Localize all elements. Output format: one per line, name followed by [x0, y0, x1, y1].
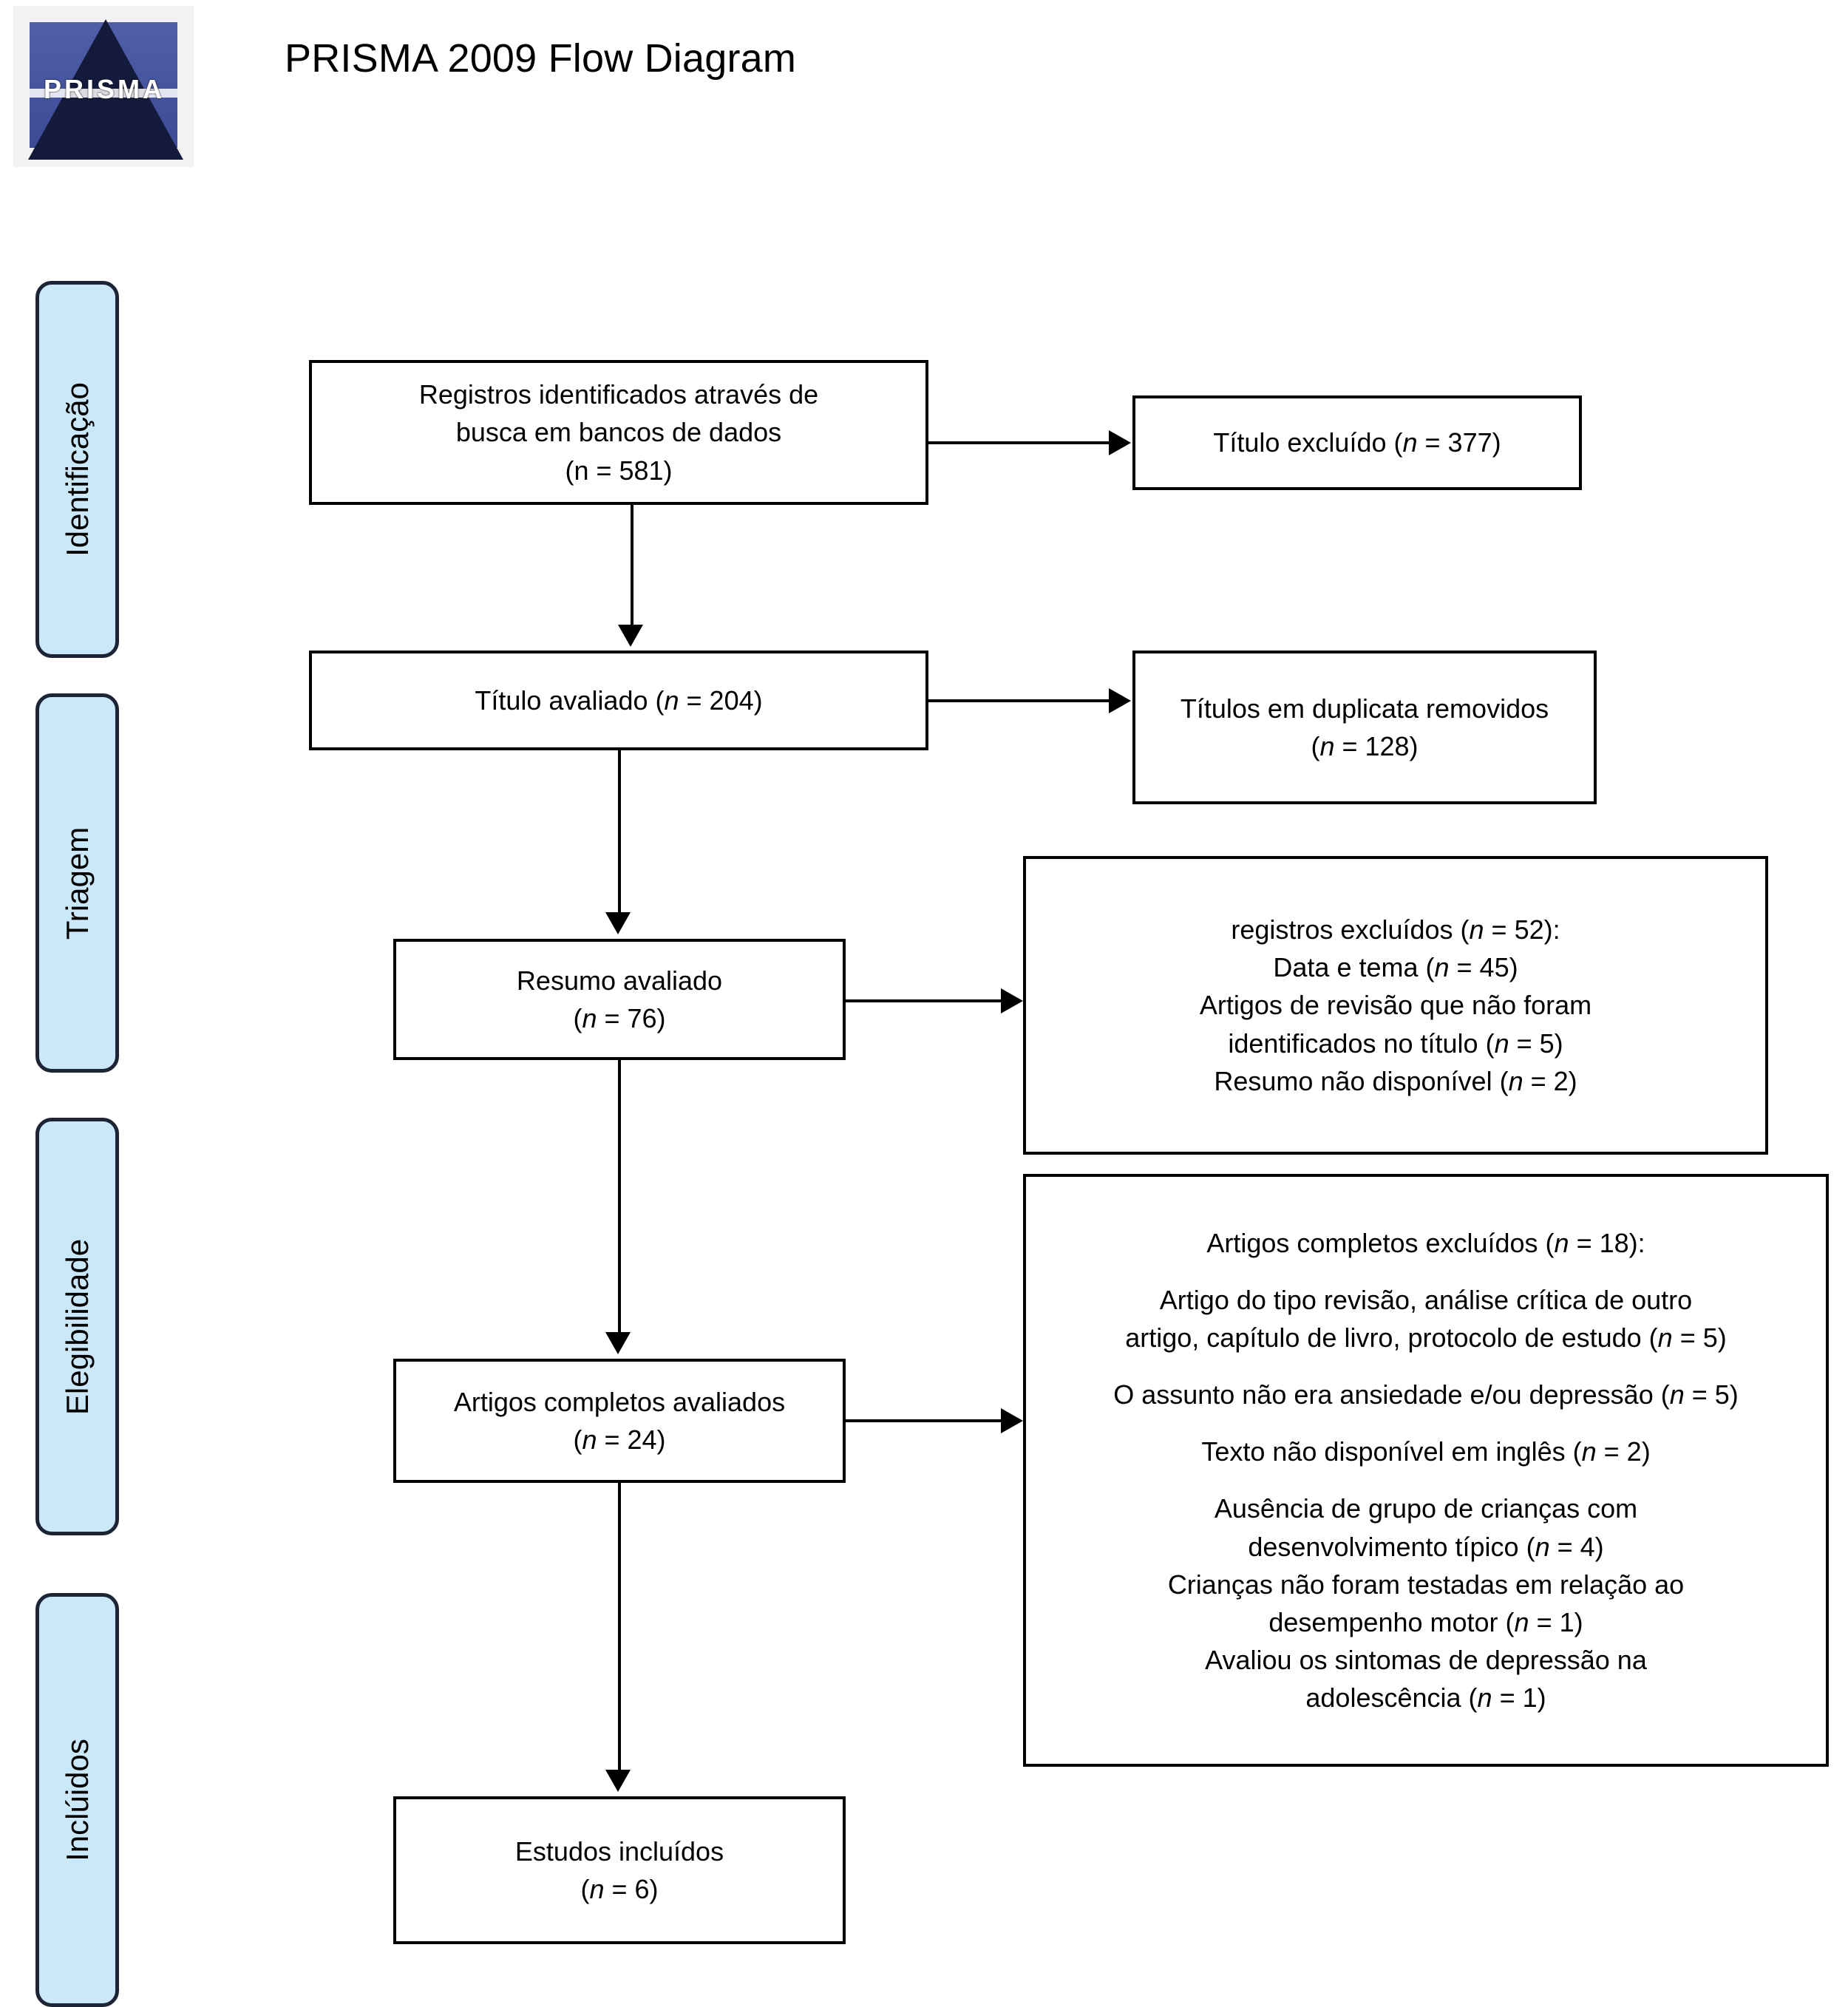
stage-pill-incluidos: Inclúidos: [35, 1593, 119, 2007]
connector-fulltext-to-fulltext-excluded: [846, 1419, 1005, 1422]
connector-abstract-to-fulltext: [618, 1060, 621, 1334]
stage-pill-triagem: Triagem: [35, 693, 119, 1073]
box-records-excluded: registros excluídos (n = 52): Data e tem…: [1023, 856, 1768, 1155]
connector-records-to-title: [631, 505, 633, 627]
records-excluded-reason-3: Resumo não disponível (n = 2): [1214, 1065, 1577, 1096]
connector-title-to-duplicates: [928, 699, 1113, 702]
records-excluded-reason-2a: Artigos de revisão que não foram: [1199, 990, 1592, 1021]
records-excluded-header: registros excluídos (n = 52):: [1231, 914, 1560, 945]
fulltext-excluded-reason-4b: desenvolvimento típico (n = 4): [1248, 1531, 1604, 1562]
duplicates-line-1: Títulos em duplicata removidos: [1180, 693, 1549, 724]
spacer: [1036, 1356, 1815, 1376]
fulltext-excluded-reason-5b: desempenho motor (n = 1): [1268, 1606, 1583, 1637]
logo-white-stripe: [30, 89, 177, 98]
box-records-identified: Registros identificados através de busca…: [309, 360, 928, 505]
box-abstract-screened: Resumo avaliado (n = 76): [393, 939, 846, 1060]
spacer: [1036, 1470, 1815, 1490]
arrow-down-icon: [605, 1332, 631, 1354]
records-count: (n = 581): [565, 455, 673, 486]
prisma-logo: PRISMA: [13, 6, 194, 167]
box-title-screened: Título avaliado (n = 204): [309, 651, 928, 750]
box-fulltext-assessed: Artigos completos avaliados (n = 24): [393, 1359, 846, 1483]
arrow-right-icon: [1109, 688, 1131, 713]
fulltext-excluded-reason-1a: Artigo do tipo revisão, análise crítica …: [1159, 1285, 1693, 1315]
included-count: (n = 6): [580, 1874, 659, 1904]
fulltext-excluded-header: Artigos completos excluídos (n = 18):: [1206, 1227, 1645, 1258]
arrow-down-icon: [605, 1770, 631, 1792]
fulltext-line-1: Artigos completos avaliados: [453, 1386, 786, 1417]
box-fulltext-excluded: Artigos completos excluídos (n = 18): Ar…: [1023, 1174, 1829, 1767]
stage-label-elegibilidade: Elegibilidade: [59, 1238, 95, 1415]
page-title: PRISMA 2009 Flow Diagram: [285, 36, 797, 81]
fulltext-excluded-reason-3: Texto não disponível em inglês (n = 2): [1201, 1436, 1651, 1467]
stage-pill-identificacao: Identificação: [35, 281, 119, 658]
records-line-2: busca em bancos de dados: [455, 417, 782, 448]
fulltext-excluded-reason-1b: artigo, capítulo de livro, protocolo de …: [1125, 1322, 1727, 1354]
fulltext-excluded-reason-4a: Ausência de grupo de crianças com: [1214, 1493, 1638, 1524]
box-title-excluded: Título excluído (n = 377): [1132, 395, 1582, 490]
arrow-right-icon: [1001, 1408, 1023, 1433]
arrow-down-icon: [618, 625, 643, 647]
fulltext-excluded-reason-6a: Avaliou os sintomas de depressão na: [1205, 1644, 1647, 1675]
connector-records-to-title-excluded: [928, 441, 1113, 444]
title-excluded-text: Título excluído (n = 377): [1213, 427, 1501, 458]
spacer: [1036, 1413, 1815, 1433]
included-line-1: Estudos incluídos: [514, 1835, 724, 1867]
fulltext-count: (n = 24): [573, 1424, 666, 1455]
connector-abstract-to-records-excluded: [846, 999, 1005, 1002]
records-line-1: Registros identificados através de: [418, 379, 819, 410]
connector-fulltext-to-included: [618, 1483, 621, 1772]
stage-label-incluidos: Inclúidos: [59, 1739, 95, 1861]
spacer: [1036, 1262, 1815, 1281]
stage-label-triagem: Triagem: [59, 826, 95, 940]
abstract-count: (n = 76): [573, 1003, 666, 1033]
logo-wordmark: PRISMA: [43, 74, 165, 104]
title-screened-text: Título avaliado (n = 204): [475, 685, 763, 716]
duplicates-count: (n = 128): [1311, 731, 1419, 761]
box-studies-included: Estudos incluídos (n = 6): [393, 1796, 846, 1944]
arrow-right-icon: [1109, 430, 1131, 455]
records-excluded-reason-1: Data e tema (n = 45): [1273, 952, 1518, 983]
fulltext-excluded-reason-5a: Crianças não foram testadas em relação a…: [1167, 1569, 1685, 1600]
connector-title-to-abstract: [618, 750, 621, 914]
arrow-right-icon: [1001, 988, 1023, 1013]
stage-label-identificacao: Identificação: [59, 382, 95, 557]
fulltext-excluded-reason-2: O assunto não era ansiedade e/ou depress…: [1113, 1379, 1739, 1410]
fulltext-excluded-reason-6b: adolescência (n = 1): [1305, 1682, 1546, 1713]
records-excluded-reason-2b: identificados no título (n = 5): [1228, 1028, 1563, 1059]
box-duplicates-removed: Títulos em duplicata removidos (n = 128): [1132, 651, 1597, 804]
arrow-down-icon: [605, 912, 631, 934]
stage-pill-elegibilidade: Elegibilidade: [35, 1118, 119, 1535]
abstract-line-1: Resumo avaliado: [516, 965, 723, 996]
header: PRISMA PRISMA 2009 Flow Diagram: [0, 0, 1848, 177]
